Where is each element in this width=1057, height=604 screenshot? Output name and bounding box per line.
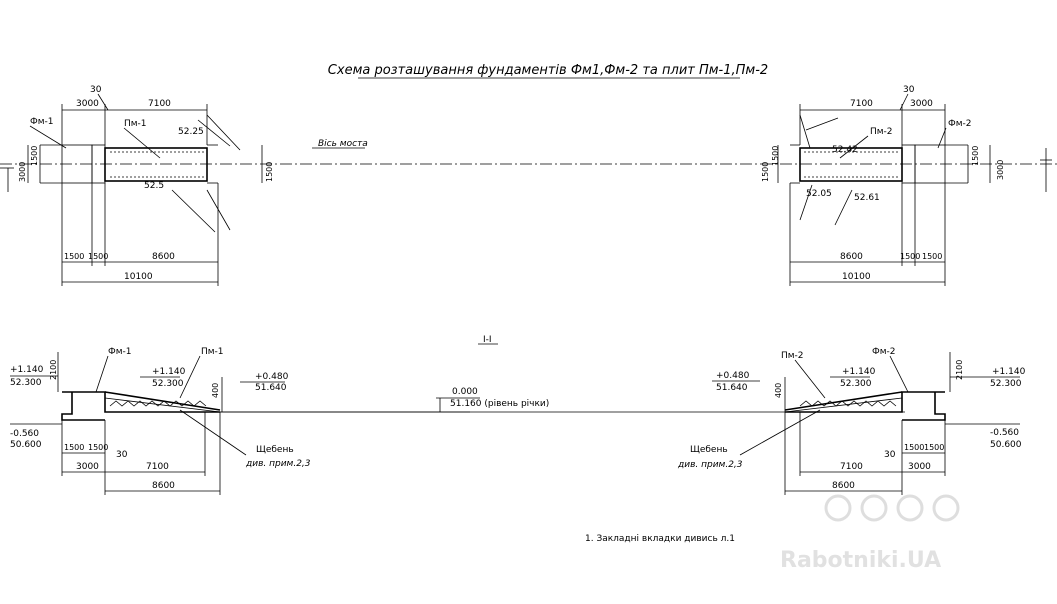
level-1140-abs-r: 52.300 xyxy=(990,379,1022,389)
dim-1500-s: 1500 xyxy=(64,443,84,452)
level3-abs-r: 51.640 xyxy=(716,383,748,393)
dim-1500-rs: 1500 xyxy=(904,443,924,452)
gravel-note-r: див. прим.2,3 xyxy=(677,460,743,470)
dim-7100-s: 7100 xyxy=(146,462,169,472)
river-abs: 51.160 (рівень річки) xyxy=(450,399,549,409)
bridge-axis: Вісь моста xyxy=(0,139,1057,192)
label-fm2: Фм-2 xyxy=(948,119,972,129)
gravel-label-r: Щебень xyxy=(690,445,728,455)
dim-1500-s2: 1500 xyxy=(88,443,108,452)
elev-52-05: 52.05 xyxy=(806,189,832,199)
slab-pm1-plan xyxy=(104,147,208,182)
label-pm2: Пм-2 xyxy=(870,127,893,137)
dim-1500-rb2: 1500 xyxy=(922,252,942,261)
dim-1500-rb: 1500 xyxy=(900,252,920,261)
dim-8600: 8600 xyxy=(152,252,175,262)
level-1140-rel: +1.140 xyxy=(10,365,44,375)
dim-3000-rv: 3000 xyxy=(996,160,1005,180)
level4-rel-r: -0.560 xyxy=(990,428,1019,438)
watermark: Rabotniki.UA xyxy=(780,494,960,573)
dim-3000-v: 3000 xyxy=(18,162,27,182)
dim-3000-s: 3000 xyxy=(76,462,99,472)
elev-52-5: 52.5 xyxy=(144,181,164,191)
label-pm1: Пм-1 xyxy=(124,119,147,129)
level3-rel: +0.480 xyxy=(255,372,289,382)
note-text: 1. Закладні вкладки дивись л.1 xyxy=(585,534,735,544)
dim-30: 30 xyxy=(90,85,102,95)
dim-7100: 7100 xyxy=(148,99,171,109)
dim-400: 400 xyxy=(211,383,220,398)
dim-1500-b: 1500 xyxy=(64,252,84,261)
level4-abs: 50.600 xyxy=(10,440,42,450)
watermark-text: Rabotniki.UA xyxy=(780,548,941,573)
elev-52-25: 52.25 xyxy=(178,127,204,137)
level2-rel-r: +1.140 xyxy=(842,367,876,377)
gravel-label: Щебень xyxy=(256,445,294,455)
dim-30-rs: 30 xyxy=(884,450,896,460)
elev-52-61: 52.61 xyxy=(854,193,880,203)
dim-1500-v2: 1500 xyxy=(265,162,274,182)
dim-1500-rv2: 1500 xyxy=(771,146,780,166)
gravel-note: див. прим.2,3 xyxy=(245,459,311,469)
level4-rel: -0.560 xyxy=(10,429,39,439)
elev-52-42: 52.42 xyxy=(832,145,858,155)
dim-8600-rs: 8600 xyxy=(832,481,855,491)
dim-1500-b2: 1500 xyxy=(88,252,108,261)
dim-30-s: 30 xyxy=(116,450,128,460)
dim-3000: 3000 xyxy=(76,99,99,109)
dim-30-r: 30 xyxy=(903,85,915,95)
plan-right: 7100 3000 30 Фм-2 Пм-2 52.42 52.05 52.61… xyxy=(761,85,1005,286)
dim-7100-rs: 7100 xyxy=(840,462,863,472)
label-fm1-sec: Фм-1 xyxy=(108,347,132,357)
drawing-title: Схема розташування фундаментів Фм1,Фм-2 … xyxy=(328,63,768,78)
label-pm1-sec: Пм-1 xyxy=(201,347,224,357)
level3-abs: 51.640 xyxy=(255,383,287,393)
section-label: I-I xyxy=(483,335,492,345)
dim-3000-rs: 3000 xyxy=(908,462,931,472)
section-left: 2100 400 +1.140 52.300 +1.140 52.300 +0.… xyxy=(10,347,470,495)
level2-rel: +1.140 xyxy=(152,367,186,377)
plan-left: 3000 7100 30 Фм-1 Пм-1 52.25 52.5 3000 1… xyxy=(18,85,274,286)
level3-rel-r: +0.480 xyxy=(716,371,750,381)
bridge-axis-label: Вісь моста xyxy=(318,139,368,149)
dim-1500-rs2: 1500 xyxy=(924,443,944,452)
dim-400-r: 400 xyxy=(774,383,783,398)
dim-1500-v: 1500 xyxy=(30,146,39,166)
dim-8600-r: 8600 xyxy=(840,252,863,262)
dim-3000-r: 3000 xyxy=(910,99,933,109)
dim-1500-rv3: 1500 xyxy=(971,146,980,166)
level2-abs: 52.300 xyxy=(152,379,184,389)
level4-abs-r: 50.600 xyxy=(990,440,1022,450)
dim-8600-s: 8600 xyxy=(152,481,175,491)
river-rel: 0.000 xyxy=(452,387,478,397)
dim-10100-r: 10100 xyxy=(842,272,871,282)
label-fm2-sec: Фм-2 xyxy=(872,347,896,357)
level-1140-abs: 52.300 xyxy=(10,378,42,388)
dim-7100-r: 7100 xyxy=(850,99,873,109)
section-right: 2100 400 +1.140 52.300 +1.140 52.300 +0.… xyxy=(677,347,1026,495)
dim-1500-rv: 1500 xyxy=(761,162,770,182)
river-level: 0.000 51.160 (рівень річки) xyxy=(220,387,905,413)
dim-10100: 10100 xyxy=(124,272,153,282)
level2-abs-r: 52.300 xyxy=(840,379,872,389)
foundation-fm2-plan xyxy=(914,144,946,184)
dim-2100: 2100 xyxy=(49,360,58,380)
dim-2100-r: 2100 xyxy=(955,360,964,380)
level-1140-rel-r: +1.140 xyxy=(992,367,1026,377)
label-fm1: Фм-1 xyxy=(30,117,54,127)
label-pm2-sec: Пм-2 xyxy=(781,351,804,361)
